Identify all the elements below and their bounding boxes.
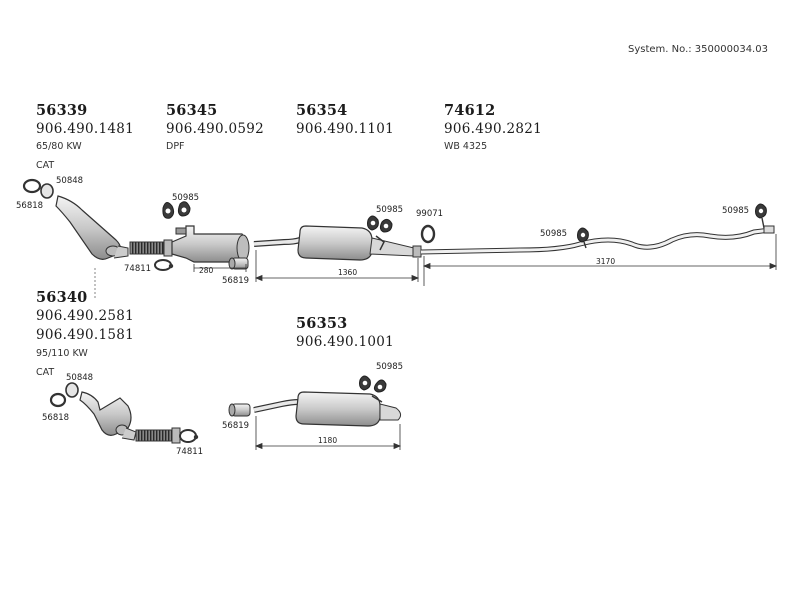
- part-group-2-number: 906.490.0592: [166, 121, 265, 137]
- part-group-2-head: 56345: [166, 102, 218, 119]
- label-top-gasket: 50848: [56, 176, 84, 186]
- bot-mid-dimension-line: [254, 416, 402, 450]
- part-group-1-power: 65/80 KW: [36, 141, 82, 152]
- dimension-mid: 1360: [338, 268, 358, 277]
- part-group-5-type: CAT: [36, 367, 55, 378]
- top-hanger-dpf-icon: [162, 201, 191, 219]
- top-mid-dimension-line: [254, 250, 420, 282]
- top-sleeve-icon: [228, 257, 249, 270]
- bot-middle-silencer-icon: [295, 391, 402, 427]
- part-group-3-head: 56354: [296, 102, 348, 119]
- part-group-4-number: 906.490.2821: [444, 121, 543, 137]
- part-group-3-number: 906.490.1101: [296, 121, 395, 137]
- label-top-hanger-tail-2: 50985: [722, 206, 750, 216]
- bot-gasket-icon: [65, 382, 79, 398]
- top-clamp-tail-icon: [420, 224, 436, 244]
- bot-clamp-ring-icon: [49, 392, 67, 408]
- part-group-1-type: CAT: [36, 160, 55, 171]
- top-dpf-dimension-line: [193, 264, 247, 272]
- dimension-tail: 3170: [596, 257, 616, 266]
- dimension-dpf: 280: [199, 266, 214, 275]
- top-tail-pipe-icon: [420, 225, 775, 255]
- part-group-1-head: 56339: [36, 102, 88, 119]
- label-top-hanger-dpf: 50985: [172, 193, 200, 203]
- top-hanger-mid-icon: [367, 215, 393, 251]
- part-group-4-type: WB 4325: [444, 141, 488, 152]
- bot-catalytic-converter-icon: [79, 391, 137, 441]
- part-group-4-head: 74612: [444, 102, 496, 119]
- part-group-5-power: 95/110 KW: [36, 348, 88, 359]
- system-number: System. No.: 350000034.03: [628, 44, 768, 55]
- top-clamp-ring-icon: [22, 178, 42, 194]
- bot-clamp-flex-icon: [179, 429, 199, 443]
- top-tail-dimension-line: [422, 234, 778, 286]
- label-bot-gasket: 50848: [66, 373, 94, 383]
- bot-hanger-icon: [359, 375, 387, 403]
- top-dpf-icon: [171, 225, 250, 263]
- label-top-sleeve: 56819: [222, 276, 250, 286]
- top-clamp-flex-icon: [154, 259, 174, 271]
- bot-sleeve-icon: [228, 403, 251, 417]
- label-top-clamp-ring: 56818: [16, 201, 44, 211]
- part-group-2-type: DPF: [166, 141, 185, 152]
- label-top-hanger-tail-1: 50985: [540, 229, 568, 239]
- dimension-alt-mid: 1180: [318, 436, 338, 445]
- top-mid-pipe-icon: [253, 237, 301, 247]
- label-top-hanger-mid: 50985: [376, 205, 404, 215]
- top-flex-pipe-icon: [129, 239, 173, 257]
- top-middle-silencer-icon: [297, 225, 422, 261]
- top-hanger-tail-2-icon: [755, 203, 767, 229]
- part-group-5-number-1: 906.490.2581: [36, 308, 135, 324]
- part-group-6-number: 906.490.1001: [296, 334, 395, 350]
- label-bot-sleeve: 56819: [222, 421, 250, 431]
- bot-mid-pipe-icon: [253, 399, 299, 413]
- part-group-5-head: 56340: [36, 289, 88, 306]
- part-group-6-head: 56353: [296, 315, 348, 332]
- bot-flex-pipe-icon: [135, 427, 181, 444]
- label-bot-clamp-ring: 56818: [42, 413, 70, 423]
- label-bot-clamp-flex: 74811: [176, 447, 204, 457]
- top-hanger-tail-1-icon: [577, 227, 589, 249]
- top-catalytic-converter-icon: [55, 195, 129, 260]
- part-group-5-number-2: 906.490.1581: [36, 327, 135, 343]
- part-group-1-number: 906.490.1481: [36, 121, 135, 137]
- top-gasket-icon: [40, 183, 54, 199]
- label-bot-hanger: 50985: [376, 362, 404, 372]
- label-top-clamp-tail: 99071: [416, 209, 444, 219]
- label-top-clamp-flex: 74811: [124, 264, 152, 274]
